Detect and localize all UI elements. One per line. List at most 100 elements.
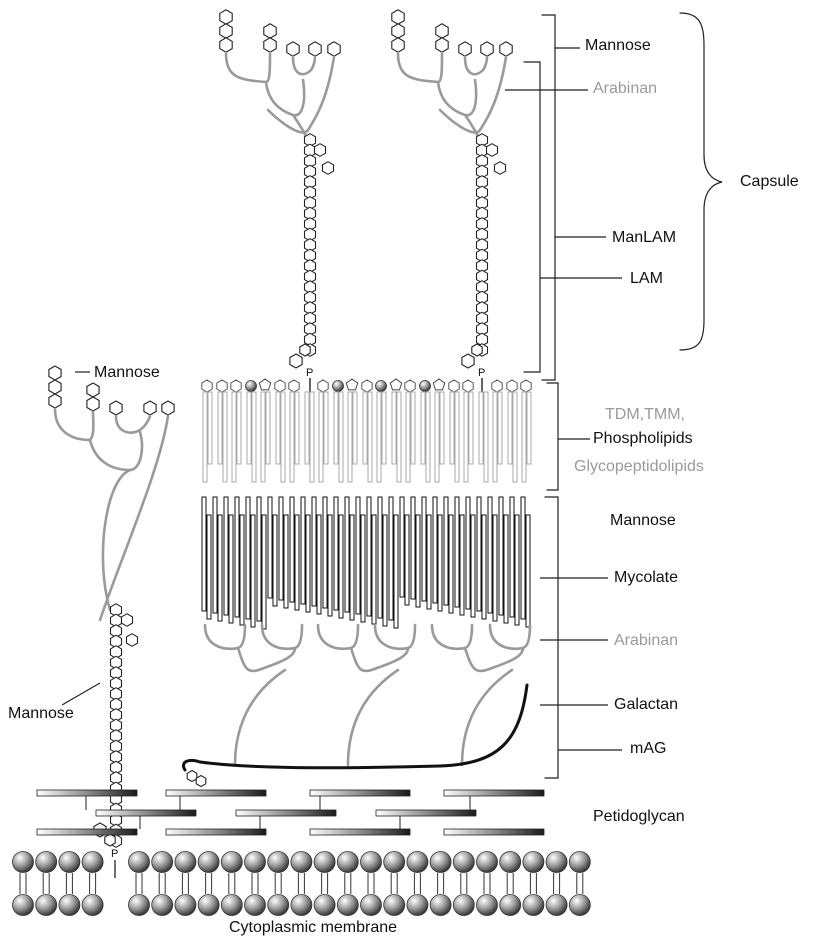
mycolic-acid bbox=[246, 497, 255, 627]
lipid-head-hexagon bbox=[275, 380, 285, 392]
mannose-hexagon bbox=[472, 344, 482, 356]
lipid-tail bbox=[368, 392, 372, 482]
lipid-head-hexagon bbox=[507, 380, 517, 392]
arabinan-branch bbox=[205, 625, 245, 649]
mannose-hexagon bbox=[315, 144, 326, 157]
mannose-hexagon bbox=[436, 38, 448, 52]
lipid-tail bbox=[479, 392, 483, 464]
peptidoglycan-strand bbox=[376, 810, 476, 816]
mycolate-chain bbox=[372, 515, 376, 624]
phospholipid-head-outer bbox=[500, 852, 521, 873]
mannose-hexagon bbox=[110, 401, 122, 415]
phospholipid-head-inner bbox=[36, 895, 57, 916]
lipid-head-pentagon bbox=[346, 379, 357, 390]
mannose-hexagon bbox=[392, 38, 404, 52]
phospholipid-head-inner bbox=[13, 895, 34, 916]
phospholipid-head-inner bbox=[500, 895, 521, 916]
outer-lipid bbox=[318, 380, 328, 482]
label-lam: LAM bbox=[630, 270, 663, 288]
arabinan-branch bbox=[293, 57, 315, 74]
mycolate-chain bbox=[488, 497, 492, 613]
mycolic-acid bbox=[290, 497, 299, 610]
mycolate-chain bbox=[493, 515, 497, 621]
mannose-hexagon bbox=[323, 162, 334, 175]
phospholipid-head-outer bbox=[13, 852, 34, 873]
mycolate-chain bbox=[367, 497, 371, 616]
mycolic-acid bbox=[268, 497, 277, 606]
phospholipid-head-outer bbox=[453, 852, 474, 873]
mycolate-chain bbox=[213, 497, 217, 613]
lipid-tail bbox=[450, 392, 454, 464]
galactan-branch bbox=[235, 670, 285, 765]
lipid-tail bbox=[208, 392, 212, 464]
mannose-hexagon bbox=[162, 401, 174, 415]
outer-lipid bbox=[405, 380, 415, 482]
lipid-tail bbox=[498, 392, 502, 464]
bracket-mannose-lam bbox=[542, 15, 555, 380]
mycolate-chain bbox=[251, 515, 255, 627]
mycolate-chain bbox=[301, 497, 305, 604]
mycolic-acid bbox=[279, 497, 288, 608]
label-arabinan-top: Arabinan bbox=[593, 80, 657, 98]
outer-lipid bbox=[390, 379, 401, 482]
mycolic-acid bbox=[213, 497, 222, 621]
mycolate-chain bbox=[466, 497, 470, 609]
arabinogalactan-unit bbox=[432, 625, 530, 765]
lipid-tail bbox=[324, 392, 328, 464]
outer-lipid bbox=[289, 380, 299, 482]
lipid-tail bbox=[319, 392, 323, 482]
phospholipid-head-outer bbox=[477, 852, 498, 873]
brace-capsule bbox=[680, 13, 722, 350]
lipid-head-hexagon bbox=[202, 380, 212, 392]
mycolate-chain bbox=[345, 497, 349, 612]
phospholipid-head-inner bbox=[337, 895, 358, 916]
mycolate-chain bbox=[394, 515, 398, 628]
phospholipid-head-inner bbox=[129, 895, 150, 916]
lipid-head-hexagon bbox=[217, 380, 227, 392]
peptidoglycan-strand bbox=[96, 810, 196, 816]
lipid-tail bbox=[290, 392, 294, 482]
mycolic-acid bbox=[312, 497, 321, 614]
label-peptidoglycan: Petidoglycan bbox=[593, 808, 685, 826]
mycolate-chain bbox=[290, 497, 294, 602]
mycolate-chain bbox=[356, 497, 360, 614]
mycolate-chain bbox=[526, 515, 530, 627]
mannose-hexagon bbox=[309, 42, 321, 56]
outer-lipid bbox=[259, 379, 270, 482]
mycolic-acid bbox=[235, 497, 244, 625]
mycolate-chain bbox=[438, 515, 442, 611]
phospholipid-head-inner bbox=[198, 895, 219, 916]
outer-lipid bbox=[231, 380, 241, 482]
label-glycopeptidolipids: Glycopeptidolipids bbox=[574, 458, 704, 476]
phospholipid-head-outer bbox=[430, 852, 451, 873]
lipid-head-sphere bbox=[376, 381, 387, 392]
lipid-tail bbox=[266, 392, 270, 464]
lipid-tail bbox=[421, 392, 425, 464]
lipid-head-hexagon bbox=[521, 380, 531, 392]
phospholipid-head-outer bbox=[569, 852, 590, 873]
label-capsule: Capsule bbox=[740, 173, 799, 191]
phospholipid-head-inner bbox=[523, 895, 544, 916]
phospholipid-head-outer bbox=[59, 852, 80, 873]
lipid-tail bbox=[522, 392, 526, 482]
lipid-head-hexagon bbox=[463, 380, 473, 392]
galactan-branch bbox=[462, 670, 512, 765]
lipid-tail bbox=[281, 392, 285, 482]
lipid-tail bbox=[411, 392, 415, 464]
mycolate-chain bbox=[521, 497, 525, 619]
peptidoglycan-strand bbox=[37, 790, 137, 796]
peptidoglycan-strand bbox=[166, 829, 266, 835]
arabinogalactan-unit bbox=[318, 625, 415, 765]
arabinan-branch bbox=[226, 53, 270, 82]
arabinan-branch bbox=[465, 57, 487, 74]
mycolic-acid bbox=[400, 497, 409, 605]
phospholipid-head-outer bbox=[546, 852, 567, 873]
lipid-head-hexagon bbox=[231, 380, 241, 392]
phospholipid-head-outer bbox=[82, 852, 103, 873]
arabinogalactan-unit bbox=[205, 625, 302, 765]
lipid-tail bbox=[276, 392, 280, 464]
mycolic-acid bbox=[389, 497, 398, 628]
arabinan-branch bbox=[268, 57, 334, 132]
outer-lipid bbox=[463, 380, 473, 482]
lipid-head-hexagon bbox=[362, 380, 372, 392]
